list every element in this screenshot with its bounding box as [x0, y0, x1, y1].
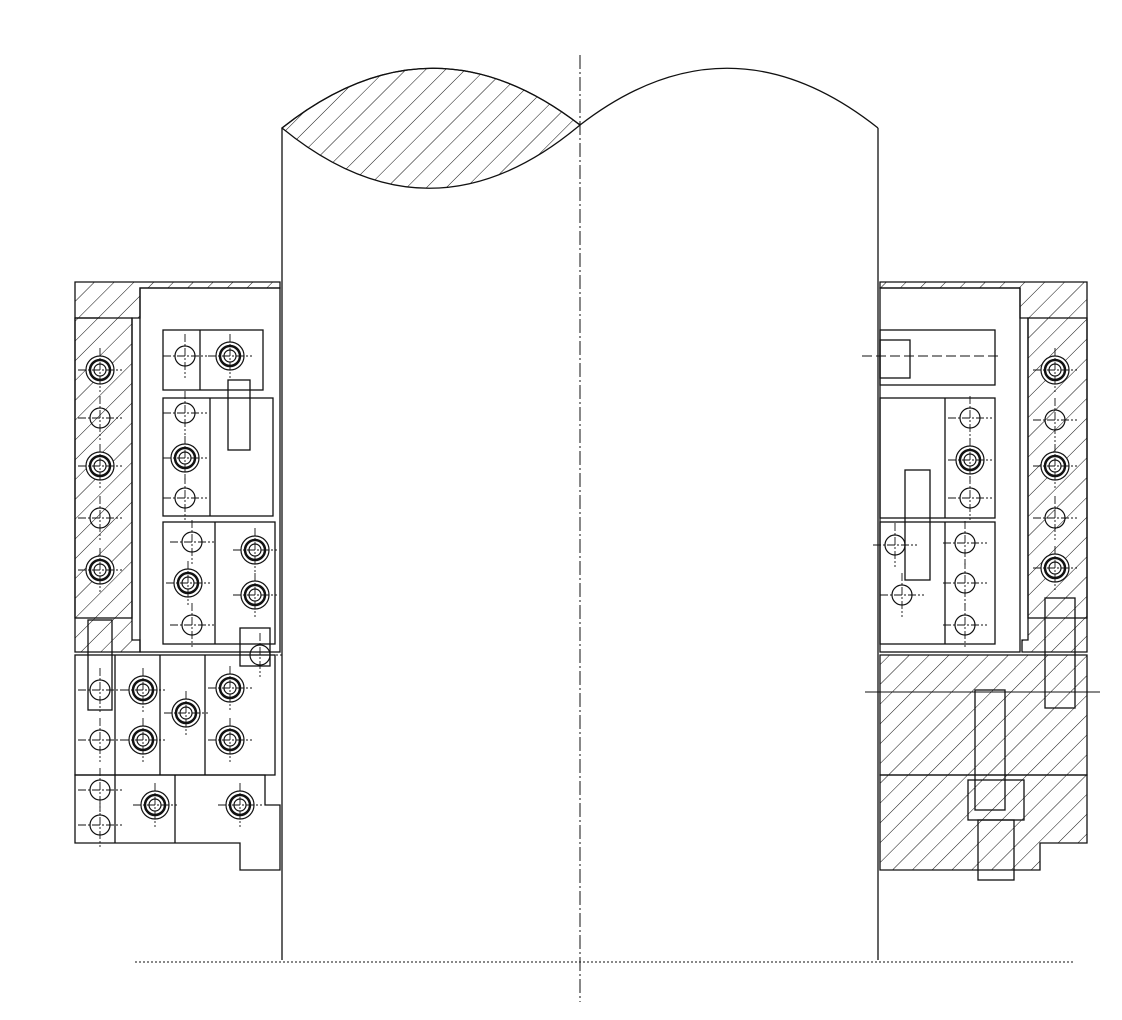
- bolt-hole: [1033, 398, 1077, 442]
- bolt-hole: [164, 691, 208, 735]
- bolt-hole: [943, 603, 987, 647]
- bolt-hole: [238, 633, 282, 677]
- bolt-hole: [948, 438, 992, 482]
- bolt-hole: [233, 528, 277, 572]
- bolt-hole: [133, 783, 177, 827]
- bolt-hole: [1033, 546, 1077, 590]
- left-seal-assembly: [74, 281, 281, 871]
- bolt-hole: [1033, 444, 1077, 488]
- bolt-hole: [78, 548, 122, 592]
- bolt-hole: [166, 561, 210, 605]
- bolt-hole: [1033, 496, 1077, 540]
- bolt-hole: [78, 496, 122, 540]
- bolt-hole: [948, 476, 992, 520]
- bolt-hole: [78, 803, 122, 847]
- bolt-hole: [163, 391, 207, 435]
- right-base-hatch: [879, 774, 1088, 871]
- bolt-hole: [121, 718, 165, 762]
- bolt-hole: [218, 783, 262, 827]
- bolt-hole: [208, 666, 252, 710]
- bolt-hole: [163, 334, 207, 378]
- bolt-hole: [78, 348, 122, 392]
- bolt-hole: [948, 396, 992, 440]
- bolt-hole: [943, 521, 987, 565]
- right-seal-assembly: [862, 281, 1100, 881]
- bolt-hole: [170, 603, 214, 647]
- bolt-hole: [873, 523, 917, 567]
- bolt-hole: [78, 768, 122, 812]
- bolt-hole: [163, 476, 207, 520]
- bolt-holes: [78, 334, 1077, 847]
- bolt-hole: [170, 520, 214, 564]
- bolt-hole: [208, 334, 252, 378]
- bolt-hole: [233, 573, 277, 617]
- bolt-hole: [163, 436, 207, 480]
- bolt-hole: [78, 396, 122, 440]
- bolt-hole: [1033, 348, 1077, 392]
- bolt-hole: [880, 573, 924, 617]
- bolt-hole: [78, 444, 122, 488]
- bolt-hole: [943, 561, 987, 605]
- bolt-hole: [78, 718, 122, 762]
- bolt-hole: [208, 718, 252, 762]
- bolt-hole: [78, 668, 122, 712]
- right-block-hatch: [879, 654, 1088, 776]
- shaft-section-hatch: [280, 67, 582, 189]
- bolt-hole: [121, 668, 165, 712]
